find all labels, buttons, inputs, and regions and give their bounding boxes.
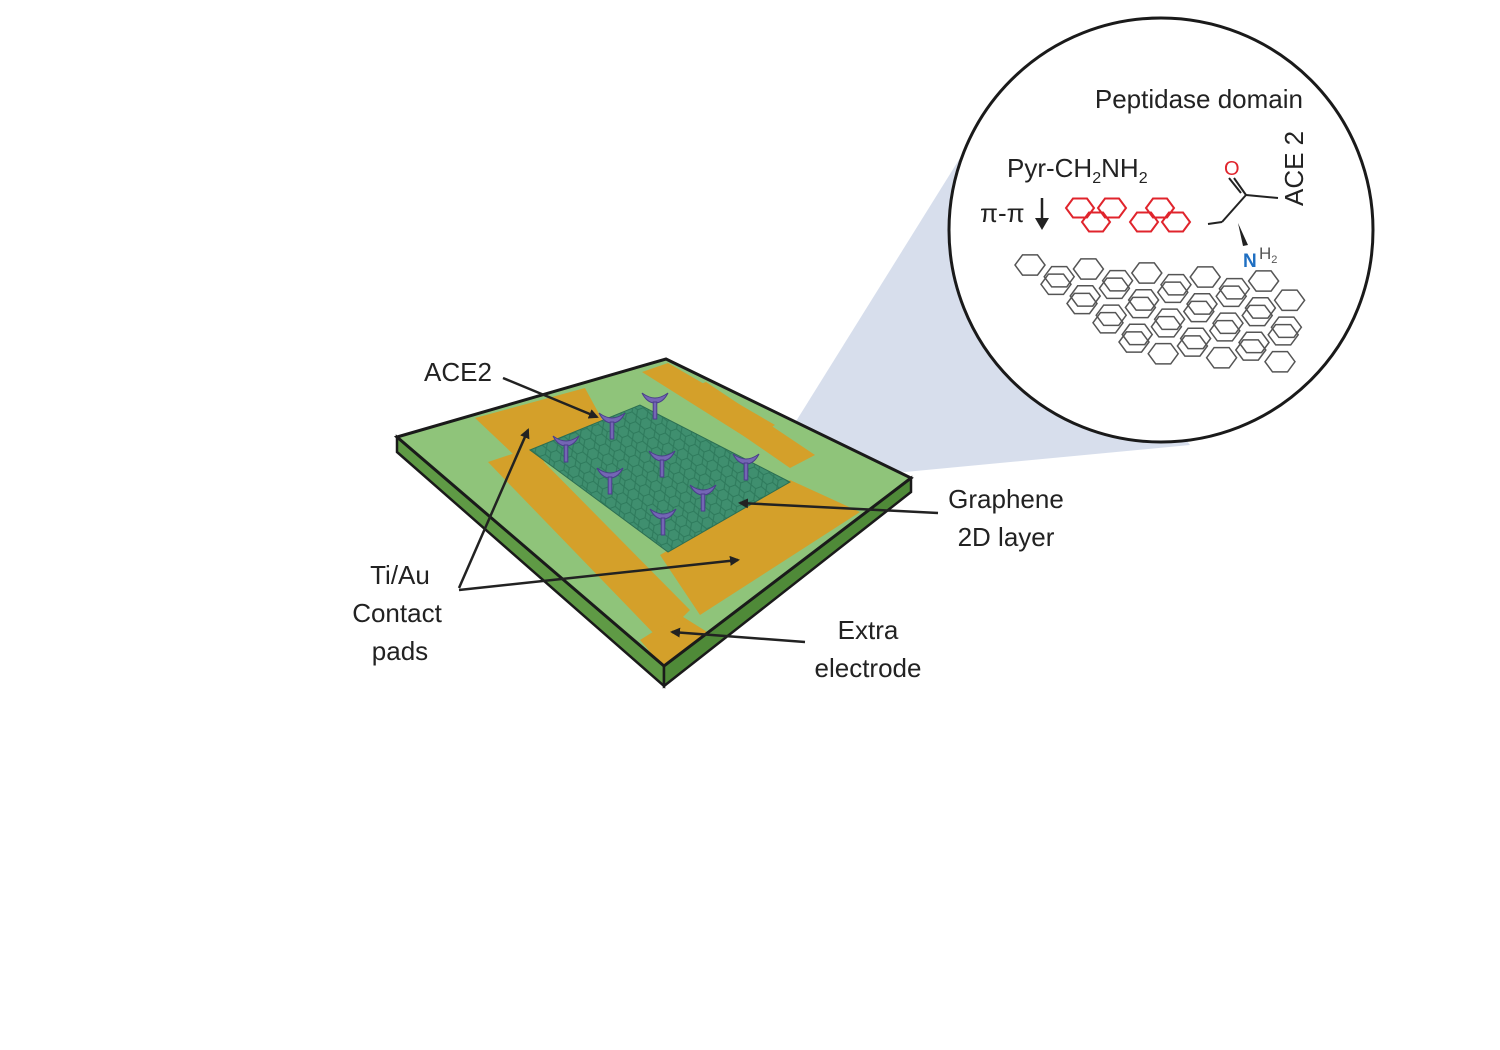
tiau-label-line1: Ti/Au [370,560,430,590]
inset-title: Peptidase domain [1095,84,1303,114]
graphene-leader [738,498,939,515]
substrate-outline [393,357,914,668]
ace2-vertical-label: ACE 2 [1279,131,1309,206]
lattice-hexagon [1244,297,1277,319]
tiau-leader-2 [458,555,740,592]
lattice-hexagon [1066,292,1098,315]
lattice-hexagon [1179,327,1212,350]
pyrene-ring [1160,211,1192,233]
lattice-hexagon [1186,293,1218,315]
contact-pads [475,363,860,666]
lattice-hexagon [1156,281,1189,304]
amine-hydrogen: H2 [1259,244,1277,266]
leader-lines [457,376,939,644]
ace2-protein [552,435,580,463]
pyrene-molecule [1064,197,1192,233]
contact-strip-top-2 [680,382,815,468]
lattice-hexagon [1095,304,1128,327]
lattice-hexagon [1147,342,1180,365]
extra-label-line1: Extra [838,615,899,645]
lattice-hexagon [1189,266,1222,288]
lattice-hexagon [1182,300,1215,323]
ace2-label: ACE2 [424,357,492,387]
lattice-hexagon [1150,315,1183,338]
lattice-hexagon [1212,312,1244,335]
lattice-hexagon [1247,270,1280,292]
lattice-hexagon [1176,335,1209,357]
graphene-lattice [1014,254,1306,373]
lattice-hexagon [1124,296,1157,319]
lattice-hexagon [1092,311,1124,334]
lattice-hexagon [1072,258,1105,280]
lattice-hexagon [1130,262,1163,284]
ace2-protein [649,508,677,536]
extra-electrode [640,615,720,666]
lattice-hexagon [1040,273,1072,296]
oxygen-atom: O [1224,158,1240,180]
ace2-protein [689,484,717,512]
ace2-protein [648,450,676,478]
graphene-sheet [528,404,792,553]
nitrogen-atom: N [1243,251,1257,272]
pi-pi-arrow [1035,198,1049,230]
magnified-inset: O N H2 [947,16,1375,444]
lattice-hexagon [1127,289,1160,311]
lattice-hexagon [1098,277,1131,300]
pyrene-ring [1064,197,1096,219]
pyrene-ring [1144,197,1176,219]
pyrene-ring [1096,197,1128,219]
contact-pad-right [660,480,860,615]
extra-leader [670,627,806,644]
lattice-hexagon [1069,285,1102,307]
contact-pad-left [475,388,605,470]
lattice-hexagon [1267,323,1300,346]
pyr-label: Pyr-CH2NH2 [1007,153,1148,187]
stereo-wedge [1238,223,1248,246]
lattice-hexagon [1218,277,1251,300]
lattice-hexagon [1043,265,1076,288]
lattice-hexagon [1215,285,1248,308]
lattice-hexagon [1101,269,1134,292]
lattice-hexagon [1153,308,1186,331]
lattice-hexagon [1238,331,1270,354]
pyrene-ring [1128,211,1160,233]
pi-pi-label: π-π [980,198,1025,228]
linker-bonds [1207,177,1279,225]
tiau-label-line2: Contact [352,598,442,628]
lattice-hexagon [1273,289,1306,312]
lattice-hexagon [1264,350,1296,373]
lattice-hexagon [1014,254,1046,276]
ace2-protein [598,412,626,440]
lattice-hexagon [1121,323,1154,346]
lattice-hexagon [1160,273,1192,296]
lattice-hexagon [1234,339,1267,361]
pyrene-ring [1080,211,1112,233]
contact-strip-left [488,448,690,640]
graphene-label-line1: Graphene [948,484,1064,514]
ace2-proteins [552,392,760,536]
ace2-protein [732,453,760,481]
graphene-label-line2: 2D layer [958,522,1055,552]
ace2-protein [641,392,669,420]
ace2-protein [596,467,624,495]
lattice-hexagon [1270,316,1303,339]
lattice-hexagon [1118,331,1150,353]
ace2-leader [502,376,599,419]
tiau-leader-1 [457,428,530,589]
lattice-hexagon [1208,319,1241,342]
tiau-label-line3: pads [372,636,428,666]
lattice-hexagon [1241,304,1274,327]
extra-label-line2: electrode [815,653,922,683]
lattice-hexagon [1205,346,1238,369]
